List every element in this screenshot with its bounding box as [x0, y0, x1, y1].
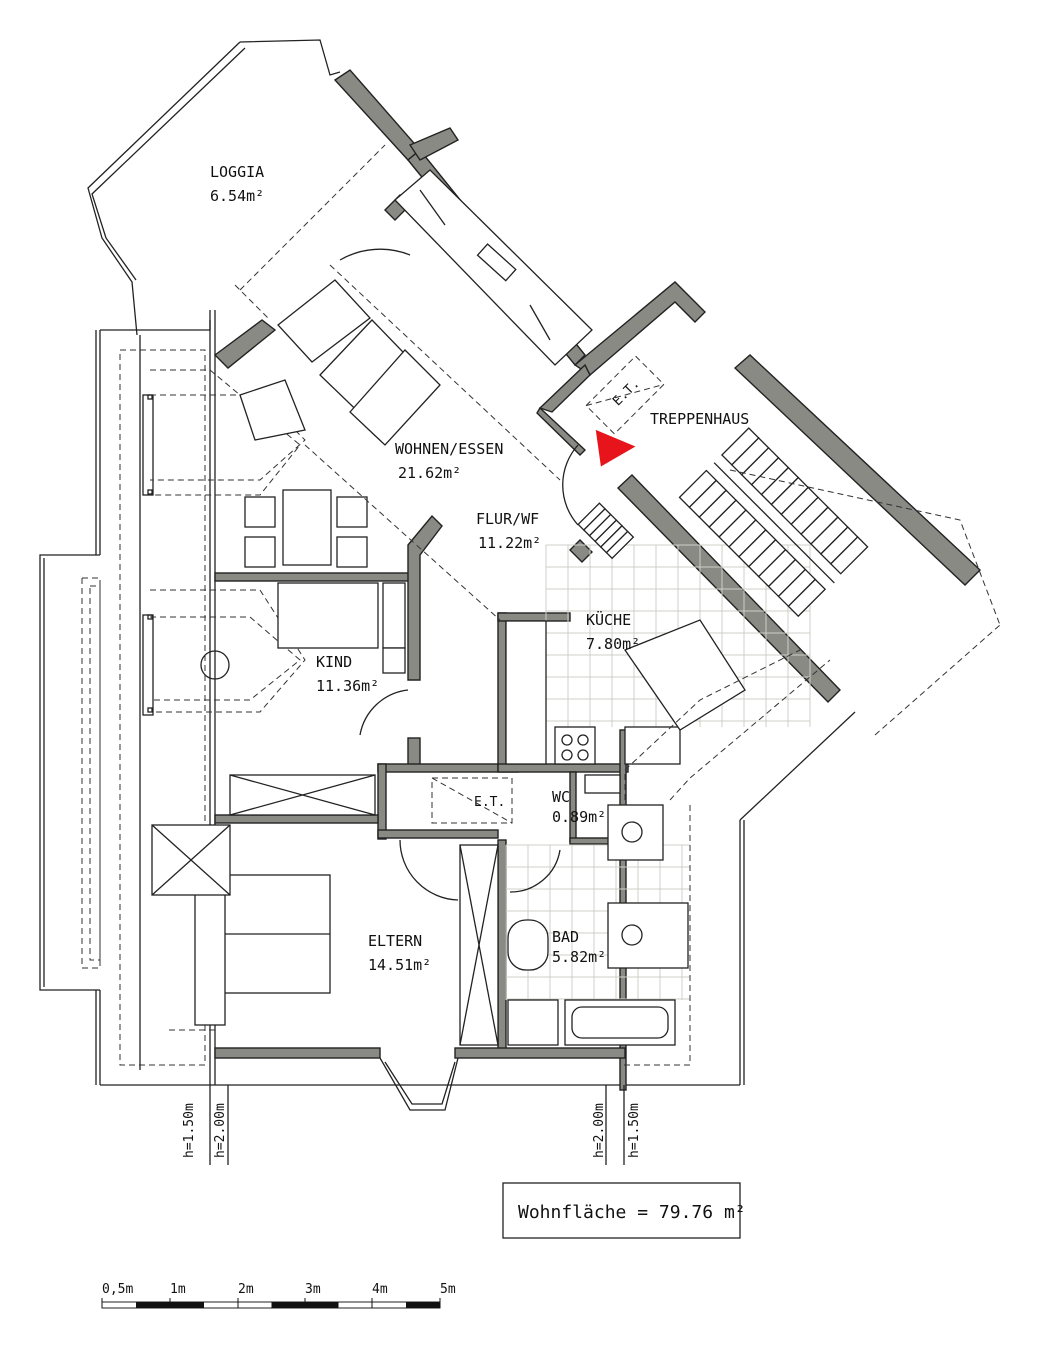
eltern-name: ELTERN — [368, 932, 422, 950]
room-labels: LOGGIA 6.54m² WOHNEN/ESSEN 21.62m² FLUR/… — [210, 163, 749, 974]
living-area-box: Wohnfläche = 79.76 m² — [502, 1182, 746, 1239]
scale-tick-label: 1m — [170, 1282, 186, 1297]
kueche-name: KÜCHE — [586, 610, 631, 629]
height-left-200: h=2.00m — [213, 1103, 228, 1158]
furniture — [151, 279, 746, 1046]
height-left-150: h=1.50m — [182, 1103, 197, 1158]
scale-tick-label: 5m — [440, 1282, 456, 1297]
outer-outline — [39, 310, 856, 1086]
loggia-name: LOGGIA — [210, 163, 264, 181]
scale-bar: 0,5m 1m 2m 3m 4m 5m — [101, 1282, 456, 1309]
wc-area: 0.89m² — [552, 808, 606, 826]
height-right-150: h=1.50m — [627, 1103, 642, 1158]
bad-area: 5.82m² — [552, 948, 606, 966]
bad-name: BAD — [552, 928, 579, 946]
kueche-area: 7.80m² — [586, 635, 640, 653]
eltern-area: 14.51m² — [368, 956, 431, 974]
scale-tick-label: 0,5m — [102, 1282, 133, 1297]
kind-area: 11.36m² — [316, 677, 379, 695]
scale-tick-label: 4m — [372, 1282, 388, 1297]
flur-area: 11.22m² — [478, 534, 541, 552]
treppenhaus-name: TREPPENHAUS — [650, 410, 749, 428]
height-right-200: h=2.00m — [592, 1103, 607, 1158]
dashed-lines — [165, 264, 1001, 1066]
height-markers: h=1.50m h=2.00m h=2.00m h=1.50m — [182, 1085, 642, 1165]
et-label-flur: E.T. — [474, 795, 505, 810]
loggia-outline — [87, 39, 386, 336]
kind-name: KIND — [316, 653, 352, 671]
doors — [339, 248, 579, 901]
scale-tick-label: 3m — [305, 1282, 321, 1297]
closets — [394, 169, 593, 366]
living-area-label: Wohnfläche = 79.76 m² — [518, 1202, 746, 1223]
et-label-top: E.T. — [610, 376, 643, 409]
staircase — [577, 427, 869, 618]
entrance-arrow-icon — [595, 429, 636, 467]
wohnen-name: WOHNEN/ESSEN — [395, 440, 503, 458]
loggia-area: 6.54m² — [210, 187, 264, 205]
scale-tick-label: 2m — [238, 1282, 254, 1297]
wohnen-area: 21.62m² — [398, 464, 461, 482]
flur-name: FLUR/WF — [476, 510, 539, 528]
et-box-flur: E.T. — [431, 777, 513, 824]
wc-name: WC — [552, 788, 570, 806]
